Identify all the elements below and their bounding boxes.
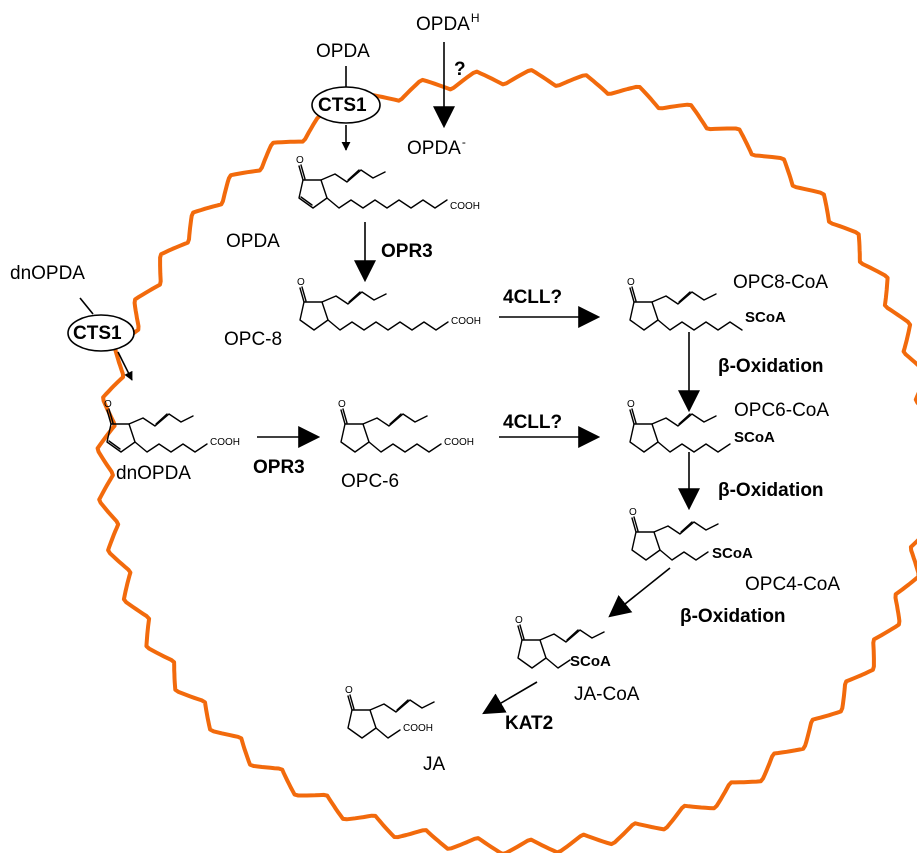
beta-oxidation-label-1: β-Oxidation (718, 356, 824, 377)
opc8coa-scoa-label: SCoA (745, 309, 786, 326)
cts1-left-stub (79, 297, 94, 315)
dnopda-cooh-label: COOH (210, 437, 240, 448)
cts1-left-oval (67, 314, 135, 352)
beta-oxidation-label-3: β-Oxidation (680, 606, 786, 627)
opc8-label: OPC-8 (224, 329, 283, 350)
opr3-label-2: OPR3 (253, 457, 305, 478)
jacoa-structure (517, 624, 605, 669)
opda-oxo-label: O (296, 155, 304, 166)
opr3-label-1: OPR3 (381, 241, 433, 262)
opc6coa-oxo-label: O (627, 399, 635, 410)
opda-label: OPDA (226, 231, 280, 252)
ja-structure (347, 694, 435, 739)
dnopda-oxo-label: O (104, 399, 112, 410)
jacoa-oxo-label: O (515, 615, 523, 626)
jacoa-scoa-label: SCoA (570, 653, 611, 670)
cts1-left-label: CTS1 (73, 323, 122, 344)
opc8coa-label: OPC8-CoA (733, 272, 829, 293)
ja-cooh-label: COOH (403, 723, 433, 734)
opc4coa-scoa-label: SCoA (712, 545, 753, 562)
opda-cooh-label: COOH (450, 201, 480, 212)
external-dnopda-label: dnOPDA (10, 263, 85, 284)
kat2-label: KAT2 (505, 713, 554, 734)
opda-structure (298, 164, 448, 209)
opc4coa-structure (631, 516, 719, 561)
opda-minus-label: OPDA- (407, 135, 466, 159)
arrow-kat2 (482, 681, 538, 715)
cts1-top-label: CTS1 (318, 95, 367, 116)
4cll-label-2: 4CLL? (503, 412, 563, 433)
opc4coa-label: OPC4-CoA (745, 574, 841, 595)
beta-oxidation-label-2: β-Oxidation (718, 480, 824, 501)
opc4coa-oxo-label: O (629, 507, 637, 518)
opc8coa-structure (629, 286, 743, 331)
opc6coa-label: OPC6-CoA (734, 400, 830, 421)
opc8-oxo-label: O (297, 277, 305, 288)
opda-minus-superscript: - (461, 135, 466, 149)
opc6coa-scoa-label: SCoA (734, 429, 775, 446)
dnopda-label: dnOPDA (116, 463, 191, 484)
external-opdah-label: OPDAH (416, 11, 480, 35)
peroxisome-membrane (95, 68, 917, 853)
dnopda-structure (106, 408, 208, 453)
arrow-cts1-left (117, 351, 133, 381)
unknown-transport-mark: ? (454, 59, 466, 80)
ja-label: JA (423, 754, 446, 775)
opc8-cooh-label: COOH (451, 316, 481, 327)
opc6-oxo-label: O (338, 399, 346, 410)
opdah-superscript: H (470, 11, 480, 25)
external-opda-label: OPDA (316, 41, 370, 62)
opc8coa-oxo-label: O (627, 277, 635, 288)
opc8-structure (299, 286, 449, 331)
ja-oxo-label: O (345, 685, 353, 696)
4cll-label-1: 4CLL? (503, 287, 563, 308)
opc6-label: OPC-6 (341, 471, 400, 492)
cts1-top-oval (311, 86, 381, 124)
opc6-structure (340, 408, 442, 453)
arrow-beta-ox-3 (608, 567, 671, 618)
opc6coa-structure (629, 408, 731, 453)
opc6-cooh-label: COOH (444, 437, 474, 448)
jacoa-label: JA-CoA (574, 684, 640, 705)
